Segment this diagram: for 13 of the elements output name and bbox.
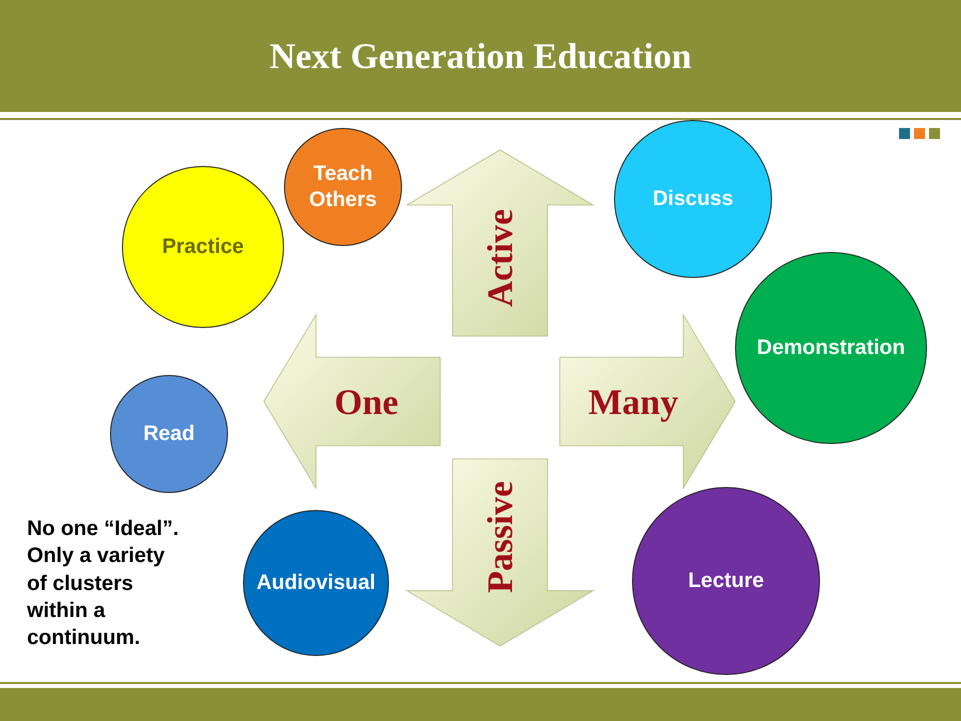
circle-label: Read [143,420,195,447]
circle-label: Audiovisual [256,570,376,596]
circle-label: Practice [162,234,244,260]
pointer-label: Active [479,209,521,308]
circle-label: Lecture [688,568,764,594]
circle-label: Discuss [652,186,734,212]
pointer-label: Passive [479,481,521,594]
slide-title: Next Generation Education [268,35,692,77]
circle-label: Teach Others [308,160,378,213]
circle-label: Demonstration [756,334,906,361]
pointer-label: One [334,380,398,422]
note-text: No one “Ideal”. Only a variety of clusters within a continuum. [27,516,180,652]
pointer-label: Many [588,380,678,422]
